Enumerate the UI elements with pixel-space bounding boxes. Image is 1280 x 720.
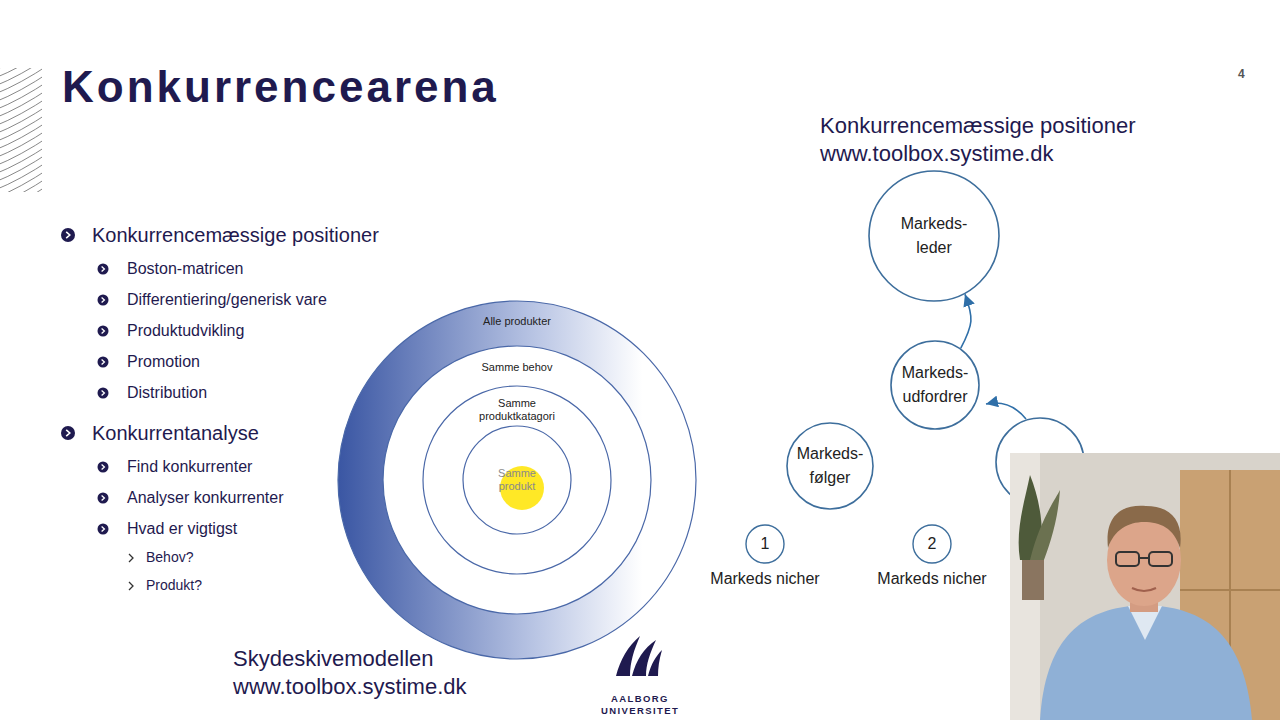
node-heading: Markeds nicher (700, 569, 830, 588)
node-label: Alle produkter (452, 315, 582, 328)
callout-number: 1 (700, 524, 830, 564)
target-ring: Samme produktkatagoriSamme produkt (422, 385, 612, 575)
node-outline (890, 340, 980, 430)
bullet-text: Produktudvikling (127, 321, 244, 341)
node-label: Samme behov (457, 361, 577, 374)
bullet-text: Konkurrencemæssige positioner (92, 223, 379, 248)
node-label: Samme produkt (486, 467, 548, 492)
bullet-text: Analyser konkurrenter (127, 488, 284, 508)
bullet-text: Konkurrentanalyse (92, 421, 259, 446)
slide-title: Konkurrencearena (62, 62, 499, 112)
position-circle: Markeds- følger (786, 422, 874, 510)
page-number: 4 (1238, 67, 1245, 82)
figure-caption: Skydeskivemodellen www.toolbox.systime.d… (233, 645, 503, 700)
arrow-line (986, 403, 1026, 419)
bullet-text: Differentiering/generisk vare (127, 290, 327, 310)
bullet-icons (61, 228, 133, 590)
university-name: AALBORG UNIVERSITET (570, 693, 710, 717)
bullet-text: Find konkurrenter (127, 457, 252, 477)
node-label: Markeds- leder (884, 212, 984, 260)
niche-marker: 1Markeds nicher (700, 524, 830, 592)
node-heading: Markeds nicher (867, 569, 997, 588)
node-label: Samme produktkatagori (467, 397, 567, 422)
target-center: Samme produkt (462, 425, 572, 535)
node-label: Markeds- udfordrer (893, 361, 977, 409)
figure-caption: Konkurrencemæssige positioner www.toolbo… (820, 112, 1190, 167)
bullet-text: Produkt? (146, 577, 202, 595)
arrow-connector (961, 294, 971, 348)
bullet-text: Hvad er vigtigst (127, 519, 237, 539)
node-label: Markeds- følger (789, 442, 871, 490)
university-logo (616, 636, 662, 676)
bullet-text: Distribution (127, 383, 207, 403)
bullet-text: Promotion (127, 352, 200, 372)
callout-number: 2 (867, 524, 997, 564)
corner-hatching (0, 68, 42, 192)
position-circle: Markeds- udfordrer (890, 340, 980, 430)
target-ring: Samme behovSamme produktkatagoriSamme pr… (382, 345, 652, 615)
node-outline (786, 422, 874, 510)
position-circle: Markeds- leder (868, 170, 1000, 302)
target-ring: Alle produkterSamme behovSamme produktka… (337, 300, 697, 660)
bullet-text: Behov? (146, 549, 193, 567)
bullet-text: Boston-matricen (127, 259, 244, 279)
niche-marker: 2Markeds nicher (867, 524, 997, 592)
node-outline (868, 170, 1000, 302)
